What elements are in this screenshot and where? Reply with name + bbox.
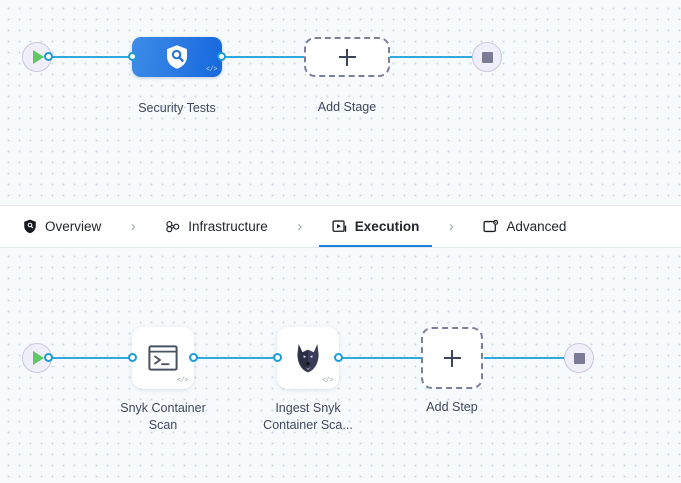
wire-start-to-security [46, 56, 136, 58]
tab-infrastructure-label: Infrastructure [188, 219, 268, 234]
tab-execution[interactable]: Execution [318, 206, 432, 247]
code-badge: </> [321, 377, 334, 385]
step-node-snyk-container-scan[interactable]: </> [132, 327, 194, 389]
execution-end-node[interactable] [564, 343, 594, 373]
play-icon [33, 351, 44, 365]
step-canvas[interactable]: </> Snyk Container Scan </> Ingest Snyk … [0, 248, 681, 483]
play-icon [33, 50, 44, 64]
tab-overview[interactable]: Overview [18, 206, 105, 247]
tab-separator-2: › [297, 218, 303, 235]
wire-start-to-snyk-scan [46, 357, 136, 359]
port-start-out[interactable] [44, 52, 53, 61]
add-step-label: Add Step [426, 400, 478, 414]
wire-snyk-scan-to-ingest [191, 357, 283, 359]
port-snyk-scan-out[interactable] [189, 353, 198, 362]
port-snyk-scan-in[interactable] [128, 353, 137, 362]
wire-addstage-to-end [383, 56, 475, 58]
pipeline-tabbar[interactable]: Overview › Infrastructure › Execution › [0, 205, 681, 248]
stop-icon [573, 352, 585, 364]
tab-execution-label: Execution [354, 219, 420, 234]
play-box-icon [332, 219, 348, 235]
terminal-icon [148, 345, 178, 371]
code-badge: </> [176, 377, 189, 385]
wire-security-to-addstage [219, 56, 312, 58]
pipeline-end-node[interactable] [472, 42, 502, 72]
add-stage-button[interactable] [304, 37, 390, 77]
shield-search-icon [167, 45, 187, 69]
tab-overview-label: Overview [45, 219, 102, 234]
step-label-snyk-container-scan: Snyk Container Scan [120, 401, 206, 432]
shield-icon [22, 219, 38, 235]
port-security-out[interactable] [217, 52, 226, 61]
tab-advanced[interactable]: Advanced [479, 206, 570, 247]
doberman-icon [297, 344, 319, 373]
stage-label-security-tests: Security Tests [138, 101, 216, 115]
tab-advanced-label: Advanced [506, 219, 567, 234]
plus-icon [338, 48, 356, 66]
port-security-in[interactable] [128, 52, 137, 61]
stage-canvas[interactable]: </> Security Tests Add Stage [0, 0, 681, 205]
node-cluster-icon [165, 219, 181, 235]
tab-separator-1: › [130, 218, 136, 235]
wire-addstep-to-end [484, 357, 568, 359]
step-label-ingest-snyk-container-scan: Ingest Snyk Container Sca... [263, 401, 353, 432]
stage-node-security-tests[interactable]: </> [132, 37, 222, 77]
port-ingest-out[interactable] [334, 353, 343, 362]
port-ingest-in[interactable] [273, 353, 282, 362]
window-gear-icon [483, 219, 499, 235]
code-badge: </> [205, 66, 218, 74]
port-exec-start-out[interactable] [44, 353, 53, 362]
plus-icon [443, 349, 461, 367]
tab-separator-3: › [448, 218, 454, 235]
add-step-button[interactable] [421, 327, 483, 389]
step-node-ingest-snyk-container-scan[interactable]: </> [277, 327, 339, 389]
stop-icon [481, 51, 493, 63]
wire-ingest-to-addstep [338, 357, 421, 359]
add-stage-label: Add Stage [317, 100, 377, 114]
tab-infrastructure[interactable]: Infrastructure [161, 206, 272, 247]
